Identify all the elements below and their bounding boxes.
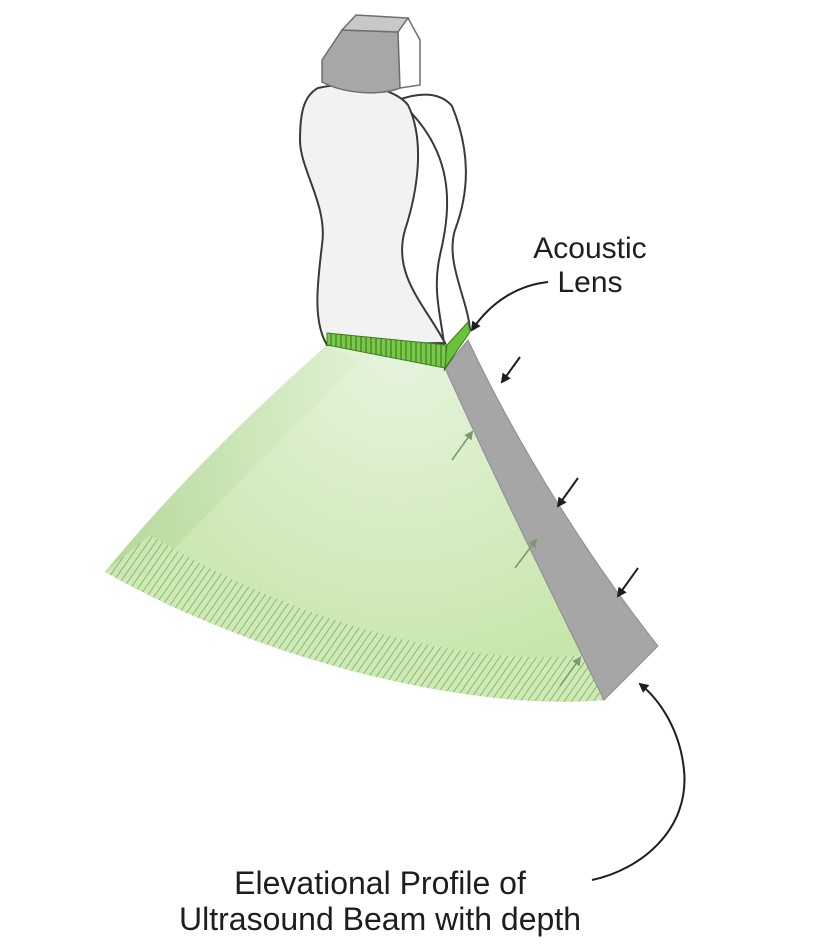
elevational-profile-label-line-1: Elevational Profile of bbox=[234, 865, 526, 901]
acoustic-lens-label: Acoustic Lens bbox=[500, 232, 680, 299]
ultrasound-beam bbox=[105, 345, 604, 702]
profile-leader-line bbox=[591, 682, 686, 881]
arrow-icon bbox=[616, 567, 639, 598]
beam-far-field-band bbox=[105, 535, 604, 702]
probe-cap-front bbox=[321, 29, 401, 94]
arrow-icon bbox=[451, 430, 474, 461]
acoustic-lens-label-line-1: Acoustic bbox=[533, 232, 647, 265]
elevational-profile-label: Elevational Profile of Ultrasound Beam w… bbox=[100, 865, 660, 938]
elevational-profile-label-line-2: Ultrasound Beam with depth bbox=[179, 900, 581, 937]
acoustic-lens-label-line-2: Lens bbox=[557, 265, 623, 299]
arrow-icon bbox=[514, 538, 538, 569]
elevational-profile-face bbox=[444, 339, 659, 701]
probe-cap-top bbox=[340, 14, 410, 33]
probe-cap-side bbox=[397, 16, 421, 89]
acoustic-lens-side bbox=[444, 320, 471, 370]
lens-leader-line bbox=[470, 281, 549, 332]
arrow-icon bbox=[500, 356, 521, 384]
arrow-icon bbox=[559, 656, 582, 687]
arrow-icon bbox=[556, 477, 579, 508]
probe-side bbox=[396, 93, 472, 372]
beam-left-shade bbox=[105, 345, 362, 575]
ultrasound-probe-icon bbox=[298, 14, 472, 372]
probe-body bbox=[298, 83, 447, 347]
elevation-arrows bbox=[451, 356, 639, 687]
